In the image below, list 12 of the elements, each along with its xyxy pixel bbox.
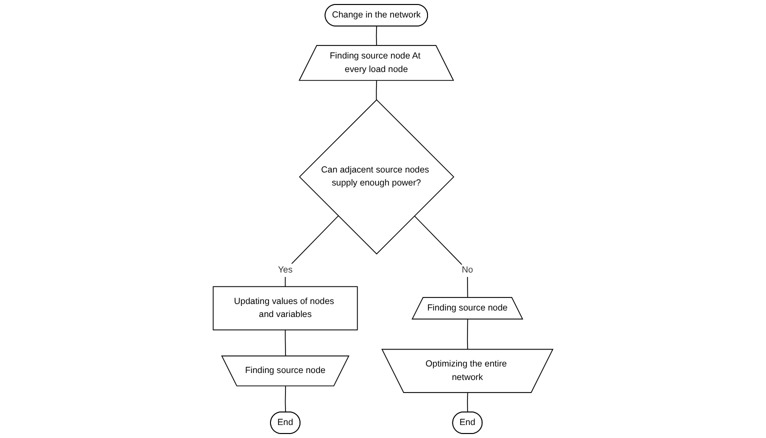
connector (284, 386, 286, 413)
edge-label: Yes (278, 265, 293, 275)
edge-label: No (462, 265, 474, 275)
node-diamond: Can adjacent source nodes supply enough power? (298, 99, 454, 255)
node-box: Updating values of nodes and variables (212, 286, 358, 330)
connector (284, 215, 339, 288)
connector (414, 215, 468, 298)
connector (376, 80, 378, 100)
connector (467, 392, 468, 413)
connector (467, 318, 468, 350)
connector (376, 26, 378, 46)
connector (284, 329, 286, 357)
